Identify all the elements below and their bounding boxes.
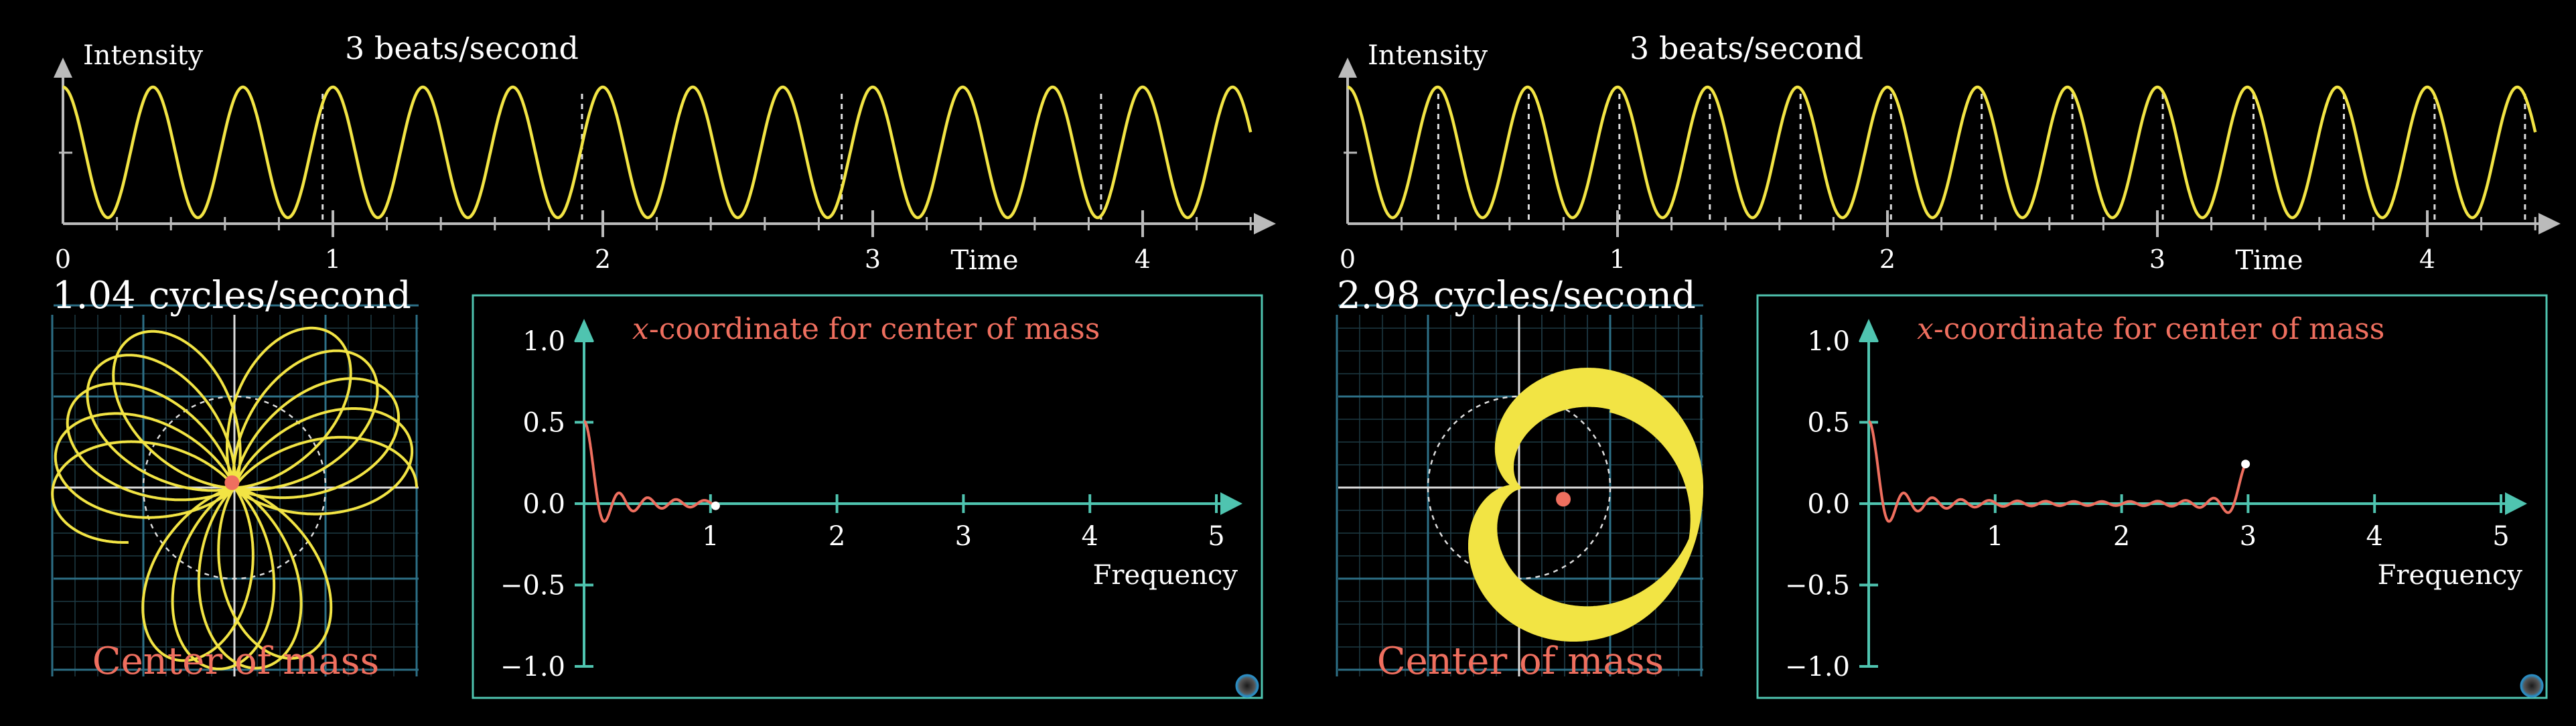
intensity-waveform — [62, 85, 1253, 220]
wound-signal-curve — [1468, 368, 1703, 642]
intensity-axis-label: Intensity — [1368, 40, 1488, 71]
frequency-tick-label: 3 — [2240, 521, 2257, 552]
center-of-mass-x-curve — [1868, 420, 2247, 523]
title-rest: -coordinate for center of mass — [649, 312, 1100, 346]
frequency-tick-label: 1 — [1987, 521, 2003, 552]
cycles-value: 1.04 — [52, 274, 136, 317]
frequency-tick-label: 1 — [702, 521, 719, 552]
time-tick-label: 1 — [325, 244, 341, 274]
frequency-chart-title: x-coordinate for center of mass — [1917, 312, 2384, 346]
value-tick-label: −1.0 — [1785, 652, 1850, 682]
center-of-mass-label: Center of mass — [1377, 640, 1664, 683]
frequency-chart: 1 2 3 4 5 1.0 0.5 0.0 −0.5 −1.0 Frequency x-coordin… — [472, 294, 1263, 699]
value-tick-label: −0.5 — [500, 571, 565, 601]
frequency-tick-label: 5 — [1208, 521, 1224, 552]
title-rest: -coordinate for center of mass — [1934, 312, 2384, 346]
time-tick-label: 1 — [1609, 244, 1626, 274]
time-x-axis-arrow — [1254, 213, 1276, 234]
frequency-chart-frame — [472, 294, 1263, 699]
time-tick-label: 0 — [55, 244, 71, 274]
playback-button-icon[interactable] — [2520, 674, 2544, 698]
frequency-axis-label: Frequency — [2378, 560, 2523, 591]
frequency-tick-label: 5 — [2492, 521, 2509, 552]
center-of-mass-label: Center of mass — [92, 640, 379, 683]
cycles-unit-label: cycles/second — [1433, 274, 1696, 317]
time-tick-label: 2 — [595, 244, 611, 274]
cycles-unit-label: cycles/second — [149, 274, 411, 317]
frequency-chart: 1 2 3 4 5 1.0 0.5 0.0 −0.5 −1.0 Frequency x-coordin… — [1756, 294, 2548, 699]
frequency-x-axis-arrow — [2505, 492, 2527, 515]
time-axis-label: Time — [950, 245, 1018, 276]
frequency-tick-label: 2 — [829, 521, 845, 552]
center-of-mass-dot — [224, 475, 240, 490]
frequency-tick-label: 4 — [2366, 521, 2382, 552]
value-tick-label: −1.0 — [500, 652, 565, 682]
frequency-y-axis-arrow — [574, 319, 594, 342]
frequency-tick-label: 2 — [2113, 521, 2130, 552]
time-tick-label: 3 — [865, 244, 881, 274]
time-chart: 0 1 2 3 4 Time Intensity 3 beats/second — [54, 30, 1276, 276]
time-axis-label: Time — [2235, 245, 2303, 276]
value-tick-label: −0.5 — [1785, 571, 1850, 601]
frequency-chart-frame — [1756, 294, 2548, 699]
cycles-value: 2.98 — [1337, 274, 1421, 317]
time-tick-label: 4 — [2419, 244, 2435, 274]
value-tick-label: 1.0 — [522, 326, 565, 357]
value-tick-label: 1.0 — [1807, 326, 1850, 357]
frequency-tick-label: 3 — [955, 521, 972, 552]
beats-per-second-label: 3 beats/second — [345, 30, 579, 66]
time-tick-label: 3 — [2149, 244, 2165, 274]
value-tick-label: 0.0 — [522, 489, 565, 520]
time-y-axis-arrow — [54, 58, 72, 78]
frequency-tick-label: 4 — [1081, 521, 1098, 552]
time-chart: 0 1 2 3 4 Time Intensity 3 beats/second — [1338, 30, 2561, 276]
wound-signal-curve — [51, 326, 418, 670]
time-tick-label: 4 — [1135, 244, 1151, 274]
time-tick-label: 0 — [1340, 244, 1356, 274]
current-frequency-dot — [711, 501, 720, 510]
unit-circle-dashed — [1427, 395, 1612, 580]
time-x-axis-arrow — [2538, 213, 2561, 234]
panel-2: 0 1 2 3 4 Time Intensity 3 beats/second 2.98 cycl… — [1336, 30, 2561, 699]
unit-circle-dashed — [142, 395, 327, 580]
playback-button-icon[interactable] — [1235, 674, 1259, 698]
frequency-x-axis-arrow — [1220, 492, 1242, 515]
time-y-axis-arrow — [1338, 58, 1357, 78]
value-tick-label: 0.5 — [1807, 408, 1850, 439]
center-of-mass-dot — [1556, 492, 1571, 507]
title-variable: x — [1917, 312, 1934, 346]
title-variable: x — [632, 312, 649, 346]
frequency-y-axis-arrow — [1859, 319, 1879, 342]
frequency-chart-title: x-coordinate for center of mass — [632, 312, 1100, 346]
value-tick-label: 0.5 — [522, 408, 565, 439]
intensity-waveform — [1347, 85, 2537, 220]
center-of-mass-x-curve — [583, 420, 717, 523]
time-tick-label: 2 — [1879, 244, 1895, 274]
beats-per-second-label: 3 beats/second — [1630, 30, 1863, 66]
frequency-axis-label: Frequency — [1093, 560, 1238, 591]
current-frequency-dot — [2241, 459, 2250, 469]
value-tick-label: 0.0 — [1807, 489, 1850, 520]
intensity-axis-label: Intensity — [83, 40, 203, 71]
